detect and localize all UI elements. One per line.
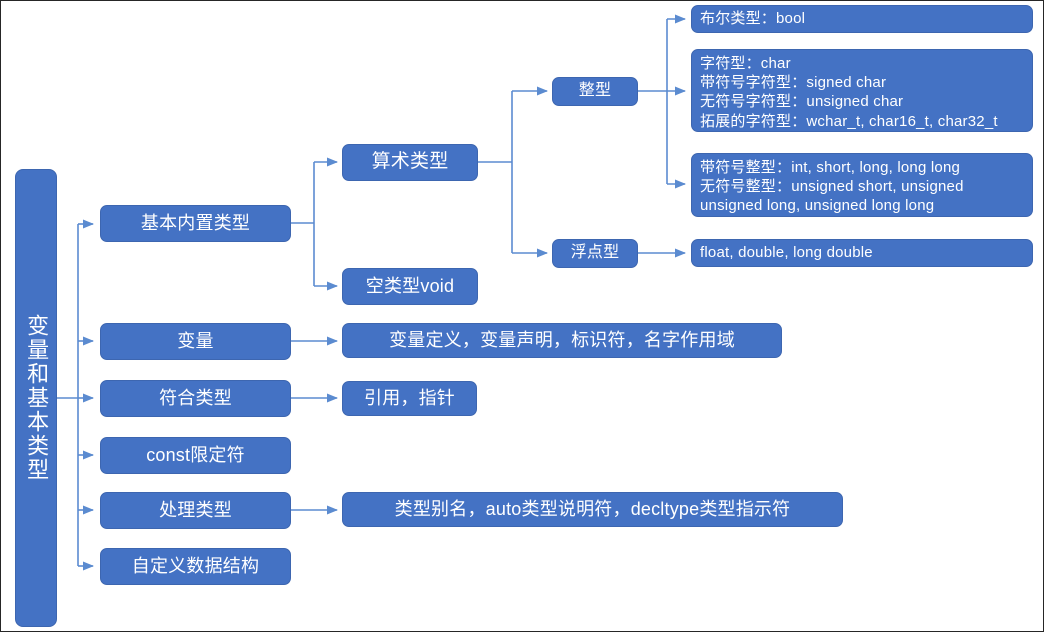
node-arithmetic-type[interactable]: 算术类型 (342, 144, 478, 181)
node-basic-builtin-type[interactable]: 基本内置类型 (100, 205, 291, 242)
detail-line: 类型别名，auto类型说明符，decltype类型指示符 (394, 498, 791, 519)
detail-integer-types[interactable]: 带符号整型：int, short, long, long long 无符号整型：… (691, 153, 1033, 217)
node-floating-type[interactable]: 浮点型 (552, 239, 638, 268)
node-void-type[interactable]: 空类型void (342, 268, 478, 305)
node-label: const限定符 (146, 444, 245, 465)
detail-line: 变量定义，变量声明，标识符，名字作用域 (389, 329, 735, 350)
node-label: 自定义数据结构 (131, 555, 260, 576)
detail-line: 拓展的字符型：wchar_t, char16_t, char32_t (700, 112, 998, 130)
node-label: 符合类型 (159, 387, 232, 408)
node-label: 整型 (578, 82, 612, 100)
detail-line: 无符号整型：unsigned short, unsigned (700, 178, 964, 196)
root-node-label: 变量和基本类型 (24, 314, 50, 482)
detail-line: 带符号整型：int, short, long, long long (700, 159, 961, 176)
node-label: 变量 (177, 330, 214, 351)
detail-line: 无符号字符型：unsigned char (700, 93, 904, 111)
node-compound-type[interactable]: 符合类型 (100, 380, 291, 417)
detail-variable-topics[interactable]: 变量定义，变量声明，标识符，名字作用域 (342, 323, 782, 358)
node-const-qualifier[interactable]: const限定符 (100, 437, 291, 474)
node-variable[interactable]: 变量 (100, 323, 291, 360)
detail-line: 引用，指针 (364, 387, 455, 408)
node-label: 浮点型 (570, 244, 620, 262)
node-label: 基本内置类型 (140, 212, 251, 233)
detail-line: unsigned long, unsigned long long (700, 197, 935, 215)
node-label: 处理类型 (159, 499, 232, 520)
node-custom-data-structure[interactable]: 自定义数据结构 (100, 548, 291, 585)
detail-bool-types[interactable]: 布尔类型：bool (691, 5, 1033, 33)
detail-line: 带符号字符型：signed char (700, 74, 887, 92)
detail-line: 布尔类型：bool (700, 10, 806, 28)
node-handling-type[interactable]: 处理类型 (100, 492, 291, 529)
detail-floating-types[interactable]: float, double, long double (691, 239, 1033, 267)
node-label: 算术类型 (371, 151, 449, 173)
detail-line: 字符型：char (700, 55, 791, 72)
node-label: 空类型void (365, 275, 455, 296)
detail-line: float, double, long double (700, 244, 873, 262)
detail-char-types[interactable]: 字符型：char 带符号字符型：signed char 无符号字符型：unsig… (691, 49, 1033, 132)
detail-compound-topics[interactable]: 引用，指针 (342, 381, 477, 416)
node-integral-type[interactable]: 整型 (552, 77, 638, 106)
root-node[interactable]: 变量和基本类型 (15, 169, 57, 627)
detail-handling-topics[interactable]: 类型别名，auto类型说明符，decltype类型指示符 (342, 492, 843, 527)
